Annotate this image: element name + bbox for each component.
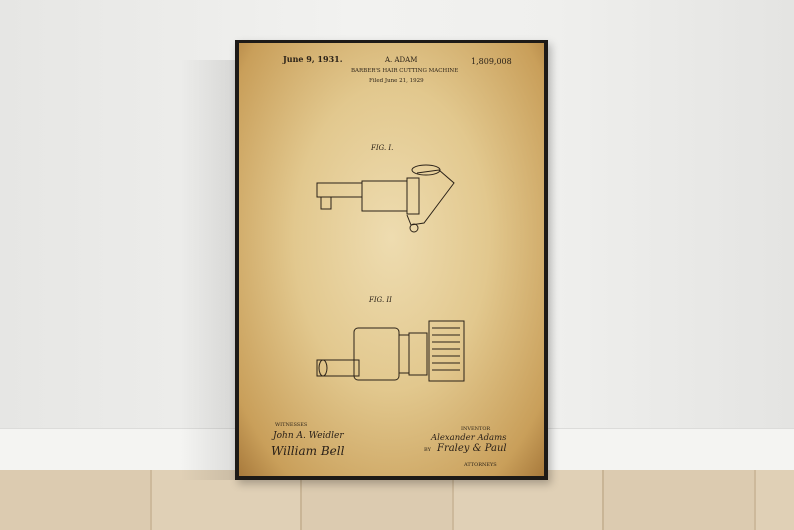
- patent-poster: June 9, 1931. A. ADAM 1,809,008 BARBER'S…: [239, 43, 544, 476]
- inventor-label: INVENTOR: [461, 426, 490, 432]
- fig2-drawing: [239, 43, 544, 476]
- attorney-signature: Fraley & Paul: [437, 443, 507, 454]
- by-label: BY: [424, 447, 431, 453]
- witness2-signature: William Bell: [271, 444, 344, 458]
- poster-frame: June 9, 1931. A. ADAM 1,809,008 BARBER'S…: [235, 40, 548, 480]
- witnesses-label: WITNESSES: [275, 422, 307, 428]
- attorneys-label: ATTORNEYS: [464, 462, 497, 468]
- inventor-signature: Alexander Adams: [431, 433, 507, 443]
- witness1-signature: John A. Weidler: [273, 431, 344, 441]
